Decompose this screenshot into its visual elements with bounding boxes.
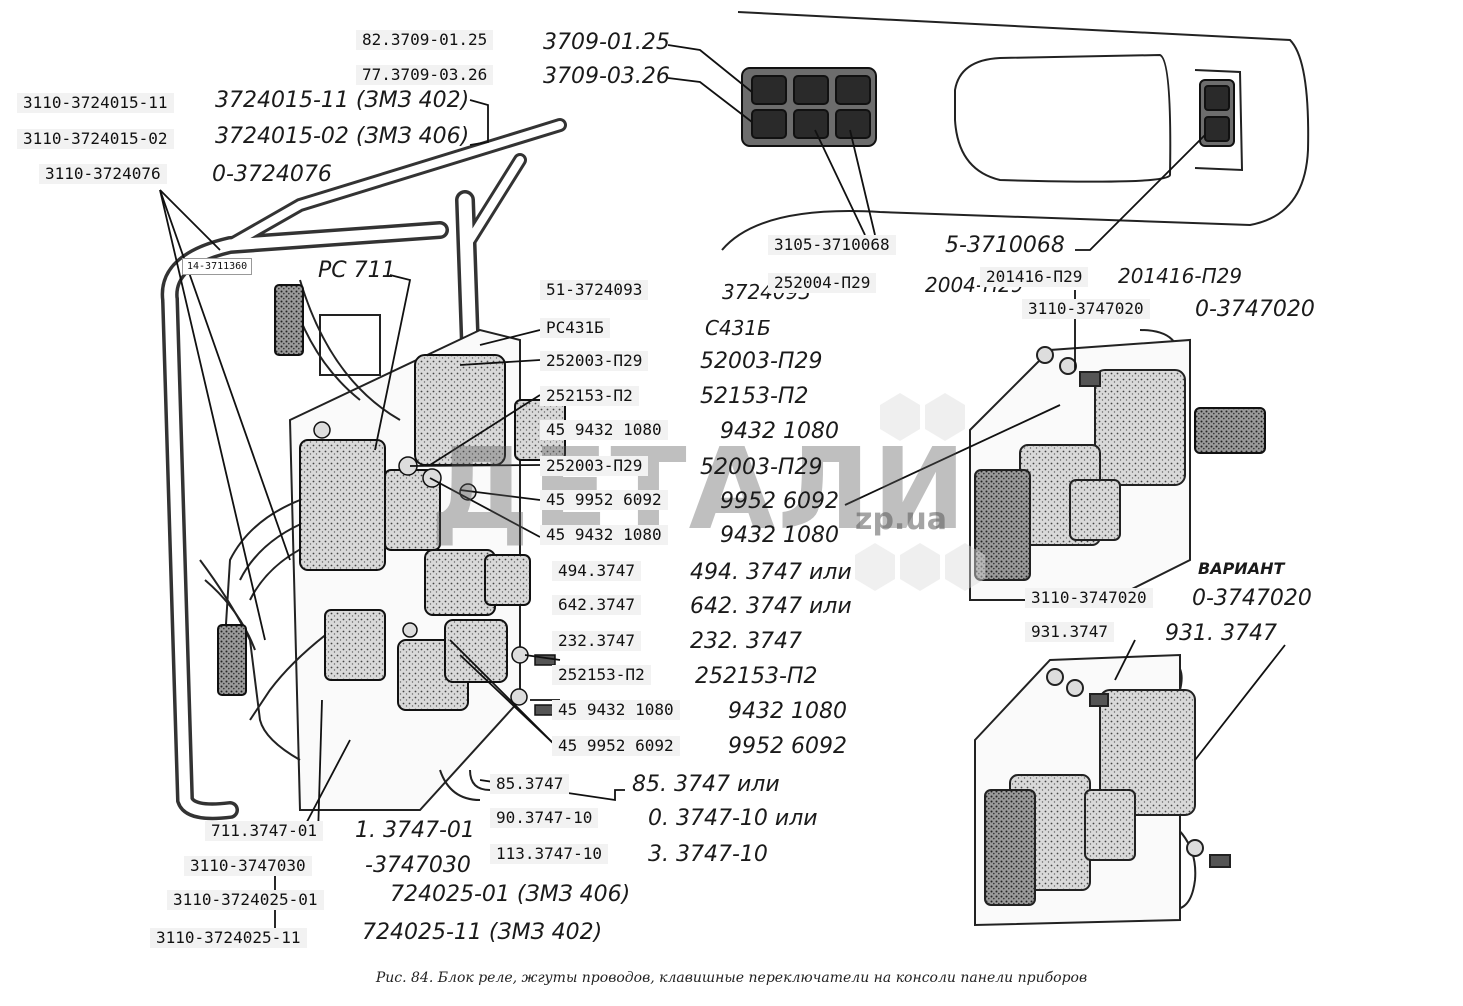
part-label: 252003-П29 — [540, 351, 649, 371]
instrument-console-outline — [721, 11, 1310, 251]
part-label: 45 9432 1080 — [540, 525, 668, 545]
print-label: 201416-П29 — [1118, 264, 1243, 288]
watermark-text: ДЕТАЛИ — [430, 425, 969, 555]
switch-block-pair — [1199, 79, 1235, 147]
part-label: 85.3747 — [490, 774, 570, 794]
print-label: 9432 1080 — [720, 523, 839, 548]
print-label: 9952 6092 — [728, 734, 847, 759]
part-label: 711.3747-01 — [205, 821, 323, 841]
part-label: 3110-3724015-02 — [17, 129, 174, 149]
part-label: 113.3747-10 — [490, 844, 608, 864]
print-label: 0-3724076 — [212, 162, 332, 187]
print-label: 931. 3747 — [1165, 621, 1277, 646]
part-label: 82.3709-01.25 — [356, 30, 494, 50]
print-label: 9432 1080 — [720, 419, 839, 444]
part-label: 252004-П29 — [768, 273, 877, 293]
print-label: 5-3710068 — [945, 233, 1065, 258]
print-label: 252153-П2 — [695, 664, 818, 689]
part-label: 252153-П2 — [552, 665, 651, 685]
screws-washers — [313, 421, 556, 716]
part-label: 252003-П29 — [540, 456, 649, 476]
print-label: 3724015-02 (ЗМЗ 406) — [215, 124, 470, 149]
print-label: РС 711 — [318, 258, 396, 283]
print-label: С431Б — [705, 316, 771, 340]
part-label: 3110-3747020 — [1022, 299, 1150, 319]
part-label: 45 9952 6092 — [552, 736, 680, 756]
relay-assembly-right — [969, 338, 1191, 601]
watermark-hexagons — [855, 393, 985, 591]
part-label: 3110-3747020 — [1025, 588, 1153, 608]
switch-block-six — [741, 67, 877, 147]
print-label: 52003-П29 — [700, 455, 823, 480]
part-label: 232.3747 — [552, 631, 642, 651]
print-label: 52003-П29 — [700, 349, 823, 374]
part-label: 14-3711360 — [182, 258, 253, 275]
relay-blocks — [299, 354, 566, 711]
part-label: 3110-3724076 — [39, 164, 167, 184]
part-label: 45 9432 1080 — [552, 700, 680, 720]
part-label: 51-3724093 — [540, 280, 649, 300]
figure-caption: Рис. 84. Блок реле, жгуты проводов, клав… — [375, 970, 1088, 986]
print-label: 0-3747020 — [1195, 297, 1315, 322]
part-label: 3110-3724025-01 — [167, 890, 324, 910]
print-label: 232. 3747 — [690, 629, 802, 654]
relay-assembly-variant — [974, 653, 1231, 927]
part-label: 90.3747-10 — [490, 808, 599, 828]
print-label: 9432 1080 — [728, 699, 847, 724]
print-label: 52153-П2 — [700, 384, 809, 409]
part-label: 642.3747 — [552, 595, 642, 615]
print-label: -3747030 — [365, 853, 471, 878]
print-label: 724025-11 (ЗМЗ 402) — [362, 920, 603, 945]
part-label: 77.3709-03.26 — [356, 65, 494, 85]
print-label: 3. 3747-10 — [648, 842, 768, 867]
variant-heading: ВАРИАНТ — [1198, 559, 1285, 578]
print-label: 494. 3747 или — [690, 560, 852, 585]
part-label: 201416-П29 — [980, 267, 1089, 287]
part-label: 3110-3724015-11 — [17, 93, 174, 113]
print-label: 3709-01.25 — [543, 30, 670, 55]
print-label: 642. 3747 или — [690, 594, 852, 619]
watermark-domain: zp.ua — [855, 502, 947, 537]
part-label: 3110-3747030 — [184, 856, 312, 876]
part-label: 494.3747 — [552, 561, 642, 581]
part-label: 3105-3710068 — [768, 235, 896, 255]
part-label: 3110-3724025-11 — [150, 928, 307, 948]
harness-connectors — [217, 284, 1266, 696]
part-label: 45 9432 1080 — [540, 420, 668, 440]
print-label: 9952 6092 — [720, 489, 839, 514]
part-label: 931.3747 — [1025, 622, 1115, 642]
part-label: 45 9952 6092 — [540, 490, 668, 510]
print-label: 0. 3747-10 или — [648, 806, 818, 831]
print-label: 3724015-11 (ЗМЗ 402) — [215, 88, 470, 113]
print-label: 1. 3747-01 — [355, 818, 475, 843]
print-label: 724025-01 (ЗМЗ 406) — [390, 882, 631, 907]
part-label: 252153-П2 — [540, 386, 639, 406]
print-label: 85. 3747 или — [632, 772, 780, 797]
print-label: 0-3747020 — [1192, 586, 1312, 611]
print-label: 3709-03.26 — [543, 64, 670, 89]
part-label: РС431Б — [540, 318, 610, 338]
